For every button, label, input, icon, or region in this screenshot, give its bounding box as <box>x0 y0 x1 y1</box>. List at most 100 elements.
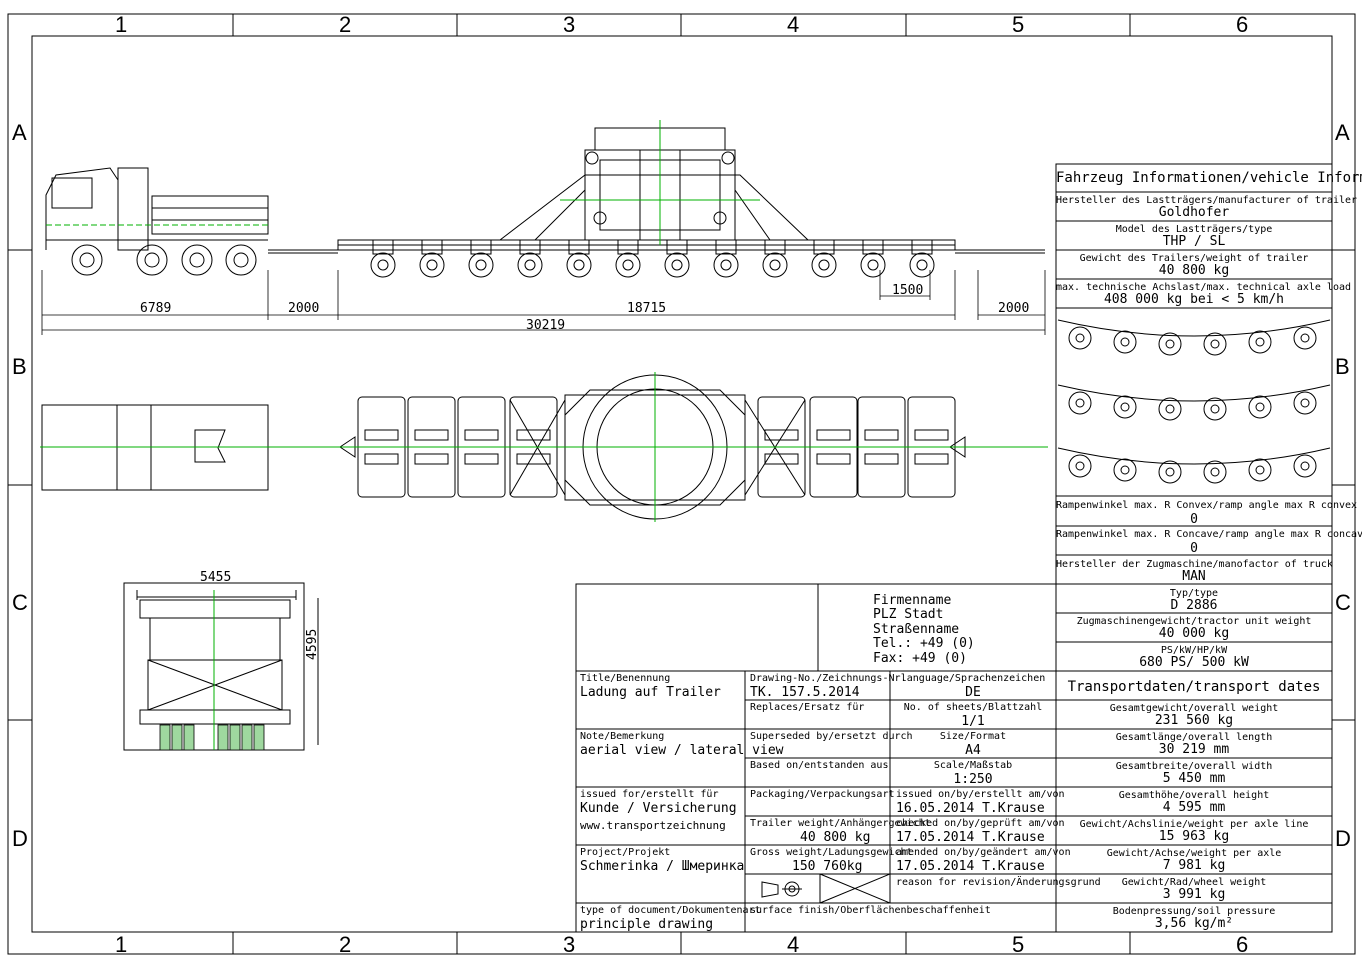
company-fax: Fax: +49 (0) <box>873 651 967 666</box>
overall-width-label: Gesamtbreite/overall width <box>1115 761 1273 772</box>
ramp-wheel <box>1158 332 1182 356</box>
tractor-power-value: 680 PS/ 500 kW <box>1139 655 1249 670</box>
axle-load-value: 408 000 kg bei < 5 km/h <box>1103 292 1284 307</box>
ramp-deck <box>1057 384 1331 402</box>
axle-bogie <box>666 239 688 255</box>
overall-weight-label: Gesamtgewicht/overall weight <box>1109 703 1279 714</box>
scale-value: 1:250 <box>953 772 993 787</box>
size-value: A4 <box>965 743 981 758</box>
note-label: Note/Bemerkung <box>580 731 665 742</box>
trailer-wheel <box>811 252 837 278</box>
ramp-wheel-hub <box>1210 467 1220 477</box>
ramp-wheel-hub <box>1165 404 1175 414</box>
trailer-wheel <box>566 252 592 278</box>
company-street: Straßenname <box>873 622 960 637</box>
revision-reason-label: reason for revision/Änderungsgrund <box>896 877 1101 888</box>
trailer-weight-label: Gewicht des Trailers/weight of trailer <box>1079 253 1309 264</box>
ramp-wheel-hub <box>1165 339 1175 349</box>
dim-gap-left: 2000 <box>288 301 320 316</box>
ramp-concave-value: 0 <box>1190 541 1198 556</box>
ramp-wheel <box>1068 326 1092 350</box>
trailer-wheel-hub <box>524 259 536 271</box>
amended-value: 17.05.2014 T.Krause <box>896 859 1045 874</box>
module-slot <box>464 429 499 441</box>
title-label: Title/Benennung <box>580 673 671 684</box>
packaging-label: Packaging/Verpackungsart <box>750 789 895 800</box>
trailer-wheel <box>713 252 739 278</box>
grid-row-c-left: C <box>12 590 28 615</box>
issued-on-label: issued on/by/erstellt am/von <box>896 789 1065 800</box>
website-link[interactable]: www.transportzeichnung <box>580 819 726 832</box>
trailer-wheel <box>517 252 543 278</box>
axle-bogie <box>519 239 541 255</box>
grid-col-6-top: 6 <box>1236 12 1249 37</box>
axle-bogie <box>372 239 394 255</box>
ramp-convex-value: 0 <box>1190 512 1198 527</box>
grid-col-6-bottom: 6 <box>1236 932 1249 957</box>
trailer-wheel-hub <box>818 259 830 271</box>
axle-bogie <box>911 239 933 255</box>
title-value: Ladung auf Trailer <box>580 685 721 700</box>
ramp-wheel-hub <box>1120 337 1130 347</box>
tractor-manufacturer-value: MAN <box>1182 569 1206 584</box>
ramp-wheel <box>1248 395 1272 419</box>
trailer-model-label: Model des Lastträgers/type <box>1115 224 1273 235</box>
trailer-weight-tb-label: Trailer weight/Anhängergewicht <box>750 818 931 829</box>
grid-row-a-right: A <box>1335 120 1350 145</box>
per-axle-weight-label: Gewicht/Achse/weight per axle <box>1106 848 1282 859</box>
grid-col-3-bottom: 3 <box>563 932 576 957</box>
issued-for-label: issued for/erstellt für <box>580 789 719 800</box>
module-slot <box>914 453 949 465</box>
module-slot <box>864 429 899 441</box>
ramp-wheel-hub <box>1300 333 1310 343</box>
wheel-weight-label: Gewicht/Rad/wheel weight <box>1121 877 1267 888</box>
trailer-manufacturer-value: Goldhofer <box>1158 205 1230 220</box>
grid-row-d-right: D <box>1335 826 1351 851</box>
size-label: Size/Format <box>939 731 1007 742</box>
checked-label: checked on/by/geprüft am/von <box>896 818 1065 829</box>
ramp-wheel-hub <box>1075 333 1085 343</box>
ramp-wheel <box>1158 460 1182 484</box>
module-slot <box>914 429 949 441</box>
ramp-wheel-hub <box>1300 461 1310 471</box>
ramp-deck <box>1057 319 1331 337</box>
overall-length-label: Gesamtlänge/overall length <box>1115 732 1273 743</box>
ramp-concave-label: Rampenwinkel max. R Concave/ramp angle m… <box>1056 529 1362 540</box>
grid-row-b-right: B <box>1335 354 1350 379</box>
surface-finish-label: surface finish/Oberflächenbeschaffenheit <box>750 905 991 916</box>
trailer-wheel <box>615 252 641 278</box>
axle-line-weight-value: 15 963 kg <box>1158 829 1230 844</box>
module-slot <box>364 429 399 441</box>
grid-col-5-bottom: 5 <box>1012 932 1025 957</box>
module-slot <box>816 453 851 465</box>
tractor-power-label: PS/kW/HP/kW <box>1160 645 1228 656</box>
trailer-wheel-hub <box>377 259 389 271</box>
grid-col-1-top: 1 <box>115 12 128 37</box>
ramp-wheel <box>1203 397 1227 421</box>
overall-length-value: 30 219 mm <box>1158 742 1230 757</box>
drawing-no-label: Drawing-No./Zeichnungs-Nr. <box>750 673 907 684</box>
module-slot <box>414 453 449 465</box>
dim-front-width: 5455 <box>200 570 232 585</box>
overall-height-value: 4 595 mm <box>1162 800 1226 815</box>
ramp-wheel-hub <box>1300 398 1310 408</box>
ramp-wheel-hub <box>1075 461 1085 471</box>
trailer-wheel <box>909 252 935 278</box>
tractor-manufacturer-label: Hersteller der Zugmaschine/manofactor of… <box>1056 559 1333 570</box>
soil-pressure-value: 3,56 kg/m² <box>1154 916 1234 931</box>
dim-gap-right: 2000 <box>998 301 1030 316</box>
scale-label: Scale/Maßstab <box>933 760 1013 771</box>
gross-weight-label: Gross weight/Ladungsgewicht <box>750 847 913 858</box>
grid-row-b-left: B <box>12 354 27 379</box>
trailer-wheel-hub <box>475 259 487 271</box>
dim-front-height: 4595 <box>305 628 320 660</box>
company-tel: Tel.: +49 (0) <box>873 636 975 651</box>
project-label: Project/Projekt <box>580 847 671 858</box>
ramp-wheel <box>1293 326 1317 350</box>
tractor-weight-label: Zugmaschinengewicht/tractor unit weight <box>1076 616 1312 627</box>
ramp-wheel-hub <box>1255 465 1265 475</box>
trailer-wheel <box>860 252 886 278</box>
ramp-wheel <box>1248 458 1272 482</box>
